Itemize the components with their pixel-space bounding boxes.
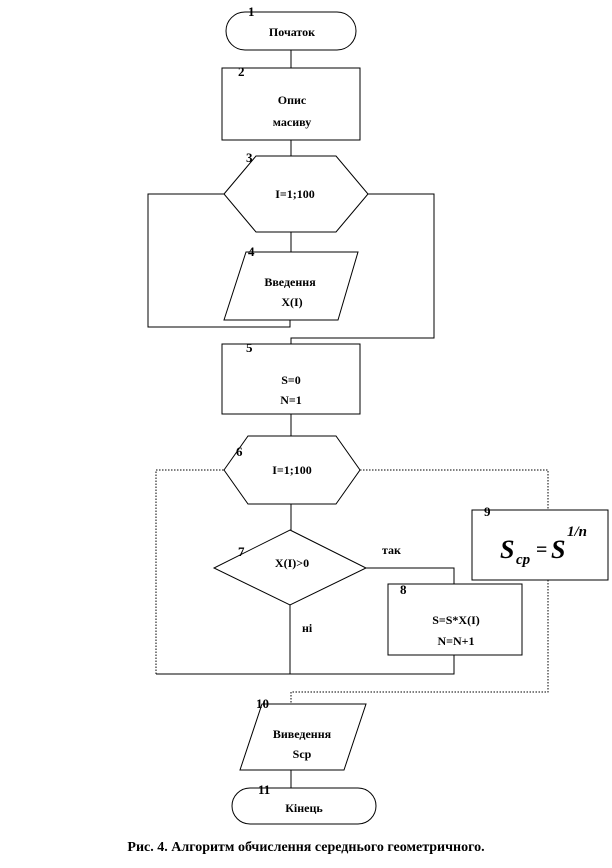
formula-base: S — [500, 535, 514, 564]
process-shape-5 — [221, 343, 361, 415]
block-number-6: 6 — [236, 444, 243, 459]
block-5-line-2: N=1 — [280, 393, 302, 407]
block-2-line-2: масиву — [273, 115, 311, 129]
block-accumulate: 8 S=S*X(I) N=N+1 — [387, 582, 523, 656]
no-label: ні — [302, 621, 313, 635]
connectors — [147, 50, 549, 788]
block-decision: 7 X(I)>0 так ні — [212, 529, 401, 635]
block-8-line-1: S=S*X(I) — [432, 613, 480, 627]
process-shape-8 — [387, 583, 523, 656]
block-number-1: 1 — [248, 4, 255, 19]
block-init: 5 S=0 N=1 — [221, 340, 361, 415]
connector-7-yes — [366, 567, 455, 584]
decision-condition: X(I)>0 — [275, 556, 309, 570]
block-input-x: 4 Введення X(I) — [223, 244, 359, 321]
loop-hexagon-6 — [223, 435, 361, 505]
block-geometric-mean: 9 S cp = S 1/n — [471, 504, 609, 581]
end-label: Кінець — [285, 801, 323, 815]
decision-diamond-7 — [212, 529, 368, 606]
block-number-2: 2 — [238, 64, 245, 79]
start-terminator-shape — [225, 11, 357, 51]
block-4-line-2: X(I) — [281, 295, 302, 309]
block-number-8: 8 — [400, 582, 407, 597]
block-5-line-1: S=0 — [281, 373, 301, 387]
formula-exp-base: S — [551, 535, 565, 564]
connector-9-10 — [290, 580, 549, 704]
connector-loop1-return — [147, 193, 291, 328]
start-label: Початок — [269, 25, 315, 39]
block-start: 1 Початок — [225, 4, 357, 51]
input-parallelogram-4 — [223, 251, 359, 321]
connector-loop2-return — [155, 469, 224, 674]
block-10-line-2: Scp — [293, 747, 312, 761]
block-number-10: 10 — [256, 696, 269, 711]
process-shape-9 — [471, 509, 609, 581]
connector-7-no — [156, 605, 291, 675]
process-shape-2 — [221, 67, 361, 141]
formula-equals: = — [536, 539, 547, 561]
block-number-5: 5 — [246, 340, 253, 355]
yes-label: так — [382, 543, 401, 557]
block-8-line-2: N=N+1 — [437, 634, 474, 648]
block-number-4: 4 — [248, 244, 255, 259]
block-4-line-1: Введення — [264, 275, 316, 289]
block-number-3: 3 — [246, 150, 253, 165]
block-array-description: 2 Опис масиву — [221, 64, 361, 141]
block-number-9: 9 — [484, 504, 491, 519]
loop-1-range: I=1;100 — [275, 187, 315, 201]
end-terminator-shape — [231, 787, 377, 825]
block-loop-2: 6 I=1;100 — [223, 435, 361, 505]
block-output: 10 Виведення Scp — [239, 696, 367, 771]
block-number-11: 11 — [258, 782, 270, 797]
connector-8-join — [290, 655, 455, 675]
block-2-line-1: Опис — [278, 93, 307, 107]
block-number-7: 7 — [238, 544, 245, 559]
output-parallelogram-10 — [239, 703, 367, 771]
loop-2-range: I=1;100 — [272, 463, 312, 477]
formula-exponent: 1/n — [567, 524, 587, 540]
loop-hexagon-3 — [223, 155, 369, 233]
figure-caption: Рис. 4. Алгоритм обчислення середнього г… — [127, 840, 485, 855]
formula-subscript: cp — [516, 552, 531, 568]
block-loop-1: 3 I=1;100 — [223, 150, 369, 233]
connector-loop1-exit — [290, 193, 435, 344]
block-end: 11 Кінець — [231, 782, 377, 825]
block-10-line-1: Виведення — [273, 727, 332, 741]
connector-loop2-exit — [360, 469, 549, 510]
